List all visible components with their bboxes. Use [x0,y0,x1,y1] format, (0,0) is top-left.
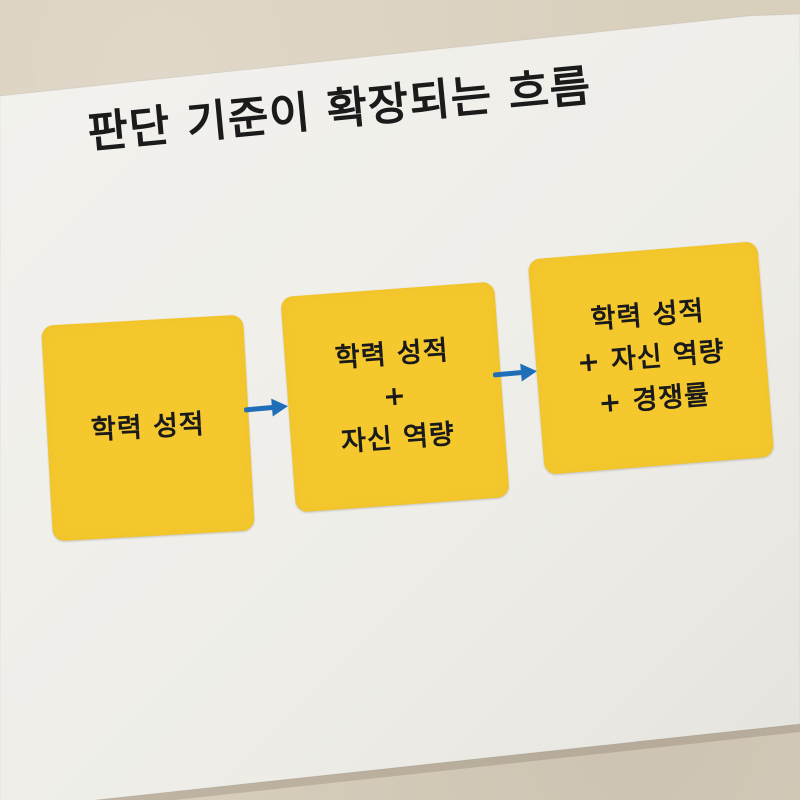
flow-step-1: 학력 성적 [41,314,255,542]
right-arrow-icon [492,363,537,382]
flow-step-2-line-3: 자신 역량 [340,418,456,458]
flow-step-2-line-1: 학력 성적 [334,335,450,375]
flow-step-2: 학력 성적 + 자신 역량 [280,281,510,513]
flow-step-1-line-1: 학력 성적 [90,408,206,447]
flow-step-3-line-3: + 경쟁률 [597,379,712,420]
right-arrow-icon [243,398,288,417]
flow-step-3: 학력 성적 + 자신 역량 + 경쟁률 [527,241,775,475]
flow-step-2-line-2: + [382,380,408,413]
